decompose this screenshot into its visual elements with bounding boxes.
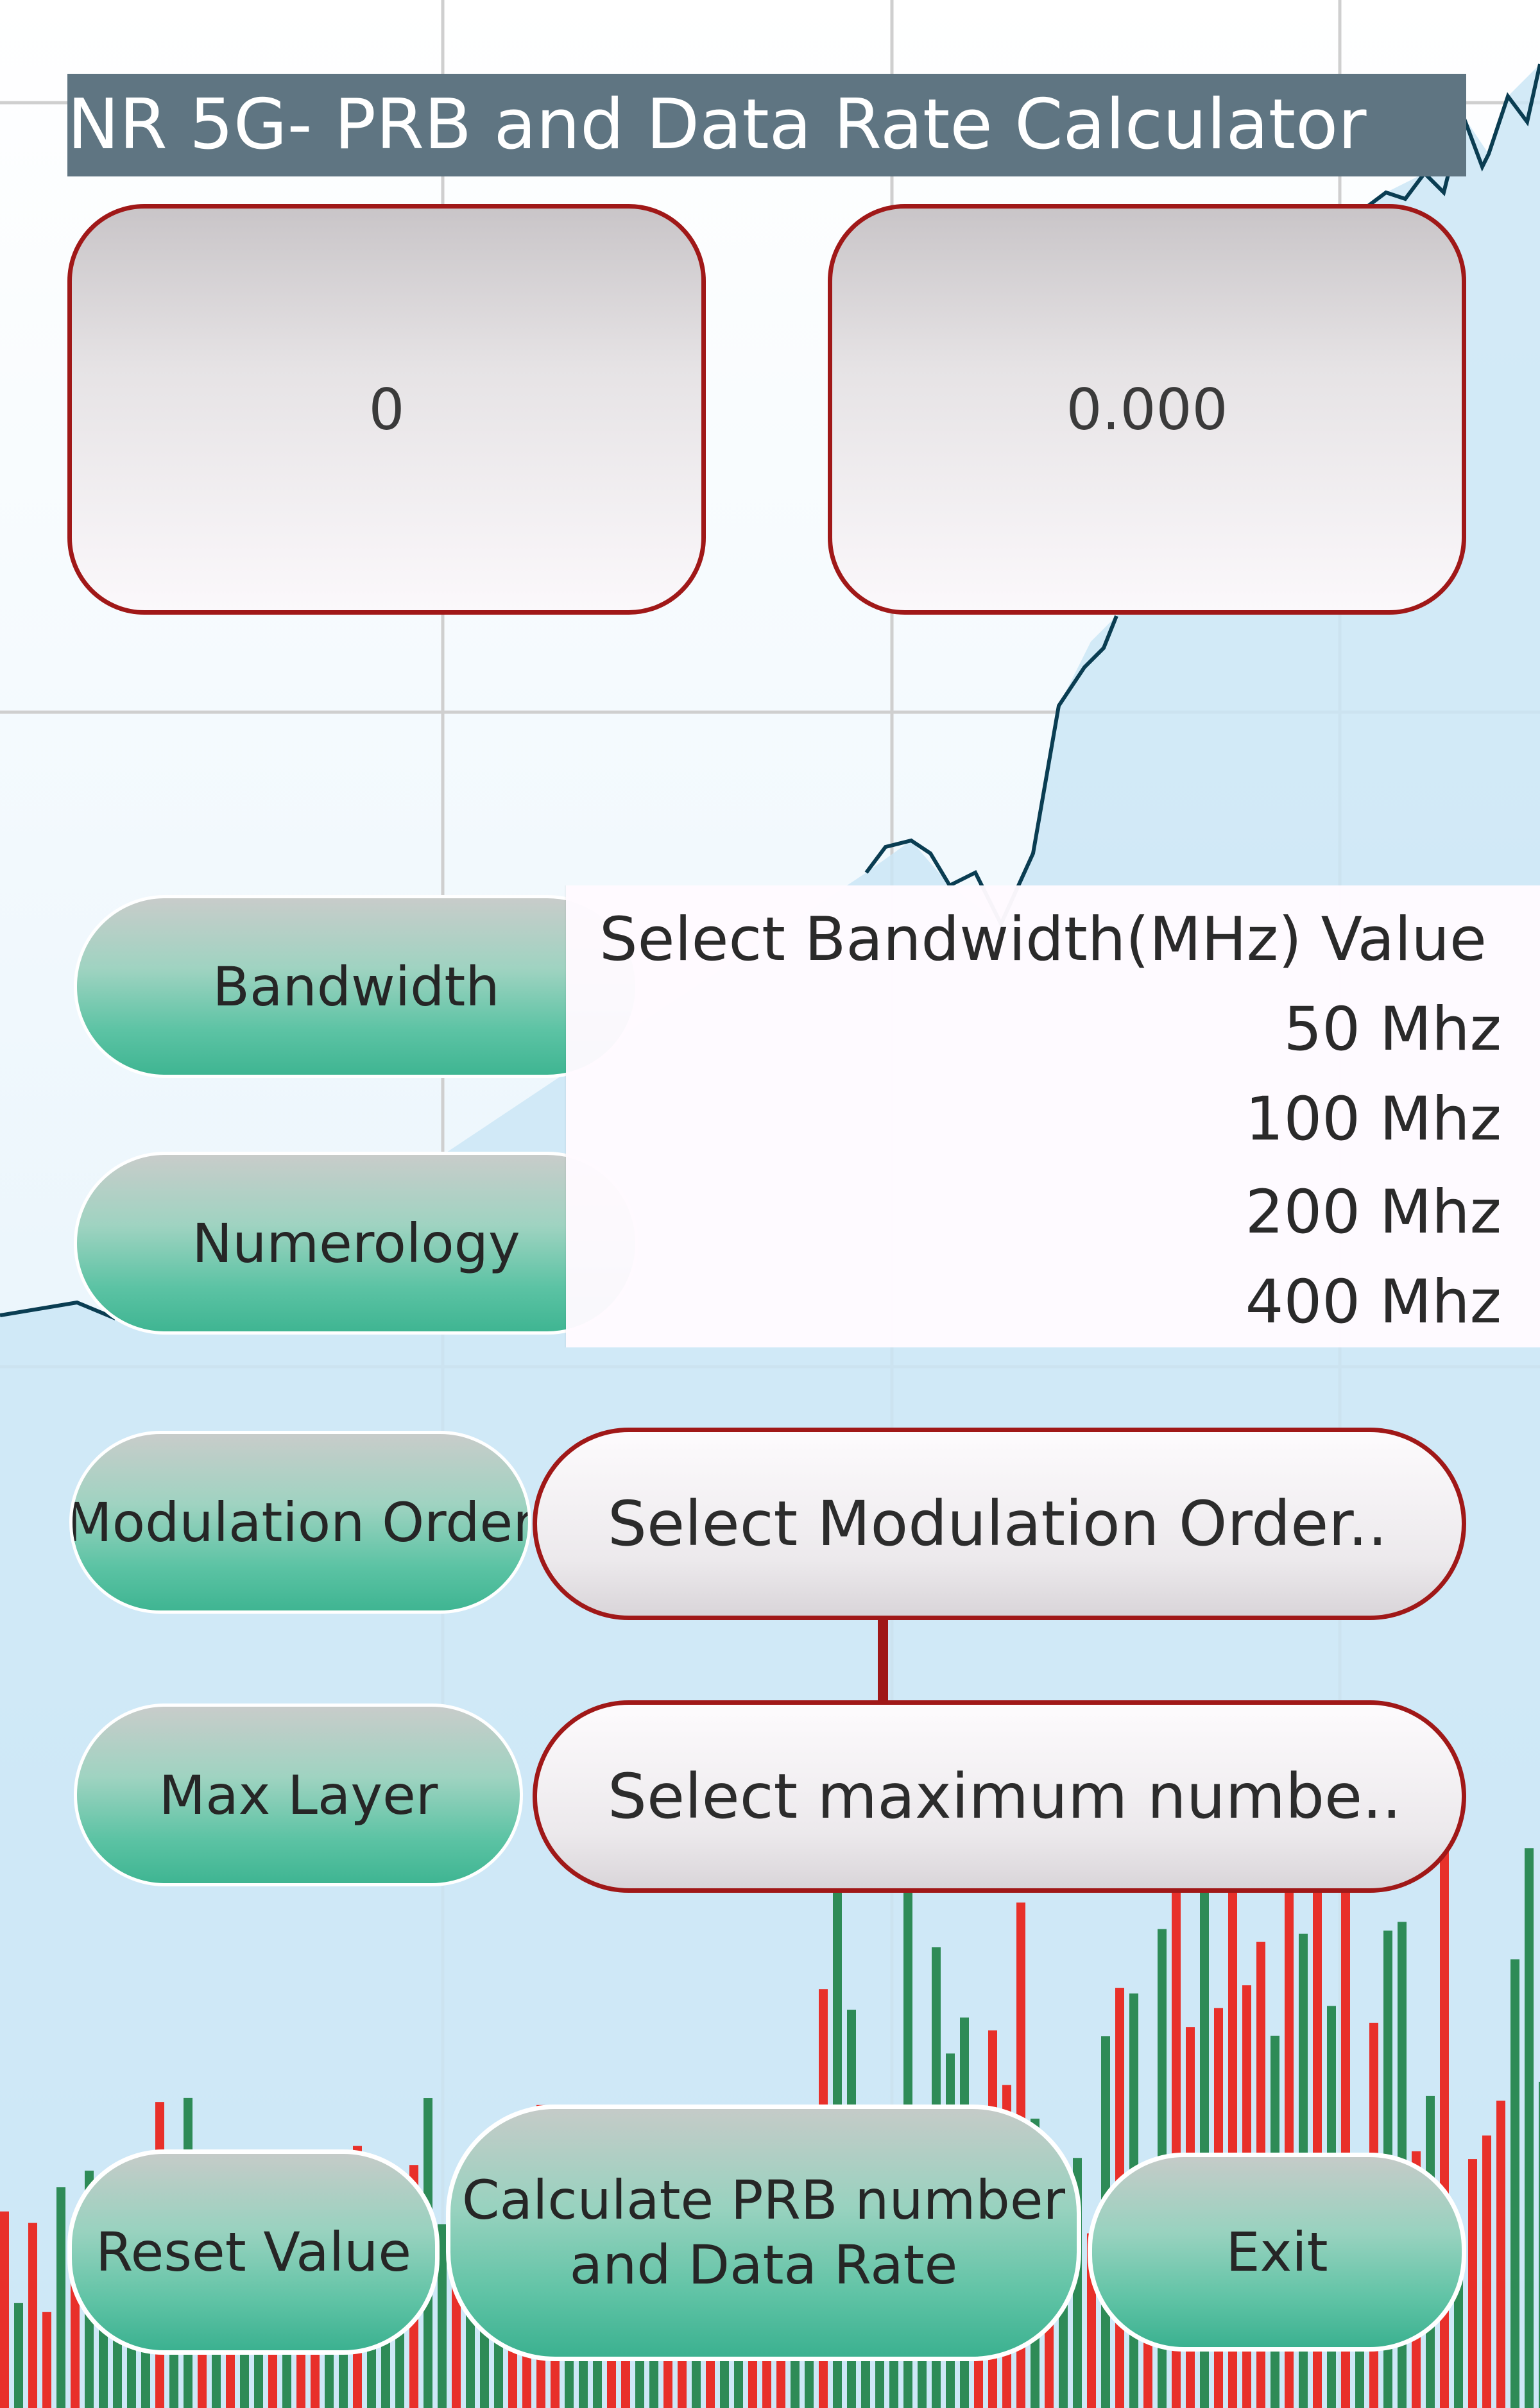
- volume-bar: [14, 2303, 23, 2408]
- reset-value-button[interactable]: Reset Value: [67, 2149, 440, 2355]
- dropdown-option-400mhz[interactable]: 400 Mhz: [1245, 1267, 1502, 1337]
- modulation-order-select-text: Select Modulation Order..: [608, 1488, 1387, 1560]
- volume-bar: [395, 2319, 404, 2408]
- reset-value-button-text: Reset Value: [95, 2220, 412, 2284]
- volume-bar: [1525, 1848, 1534, 2408]
- max-layer-select[interactable]: Select maximum numbe..: [533, 1700, 1466, 1893]
- max-layer-label-text: Max Layer: [158, 1763, 438, 1827]
- exit-button-text: Exit: [1226, 2220, 1328, 2284]
- numerology-label-button[interactable]: Numerology: [74, 1152, 638, 1335]
- dropdown-option-100mhz[interactable]: 100 Mhz: [1245, 1084, 1502, 1154]
- modulation-order-select[interactable]: Select Modulation Order..: [533, 1428, 1466, 1620]
- calculate-button[interactable]: Calculate PRB number and Data Rate: [446, 2105, 1081, 2361]
- app-title: NR 5G- PRB and Data Rate Calculator: [67, 74, 1466, 176]
- calculate-button-text-line1: Calculate PRB number: [461, 2169, 1066, 2232]
- data-rate-result-display: 0.000: [828, 204, 1466, 615]
- bandwidth-label-button[interactable]: Bandwidth: [74, 895, 638, 1078]
- volume-bar: [1482, 2135, 1491, 2408]
- max-layer-select-text: Select maximum numbe..: [608, 1761, 1402, 1832]
- bandwidth-label-text: Bandwidth: [212, 955, 500, 1018]
- calculate-button-text: Calculate PRB number and Data Rate: [462, 2168, 1065, 2298]
- modulation-order-label-button[interactable]: Modulation Order: [69, 1431, 531, 1614]
- connector-line: [878, 1614, 888, 1710]
- dropdown-option-50mhz[interactable]: 50 Mhz: [1283, 995, 1502, 1064]
- volume-bar: [28, 2223, 37, 2408]
- volume-bar: [1510, 1959, 1519, 2408]
- prb-result-display: 0: [67, 204, 706, 615]
- volume-bar: [1539, 2081, 1540, 2408]
- volume-bar: [1468, 2159, 1477, 2408]
- calculate-button-text-line2: and Data Rate: [569, 2233, 958, 2296]
- volume-bar: [0, 2211, 9, 2408]
- dropdown-option-200mhz[interactable]: 200 Mhz: [1245, 1177, 1502, 1247]
- modulation-order-label-text: Modulation Order: [69, 1490, 531, 1554]
- volume-bar: [56, 2187, 65, 2408]
- numerology-label-text: Numerology: [192, 1211, 520, 1275]
- volume-bar: [438, 2224, 447, 2408]
- max-layer-label-button[interactable]: Max Layer: [74, 1704, 523, 1886]
- bandwidth-dropdown-menu: Select Bandwidth(MHz) Value 50 Mhz 100 M…: [566, 885, 1540, 1347]
- volume-bar: [1496, 2100, 1505, 2408]
- dropdown-title: Select Bandwidth(MHz) Value: [599, 905, 1487, 975]
- exit-button[interactable]: Exit: [1088, 2153, 1466, 2352]
- volume-bar: [42, 2312, 51, 2408]
